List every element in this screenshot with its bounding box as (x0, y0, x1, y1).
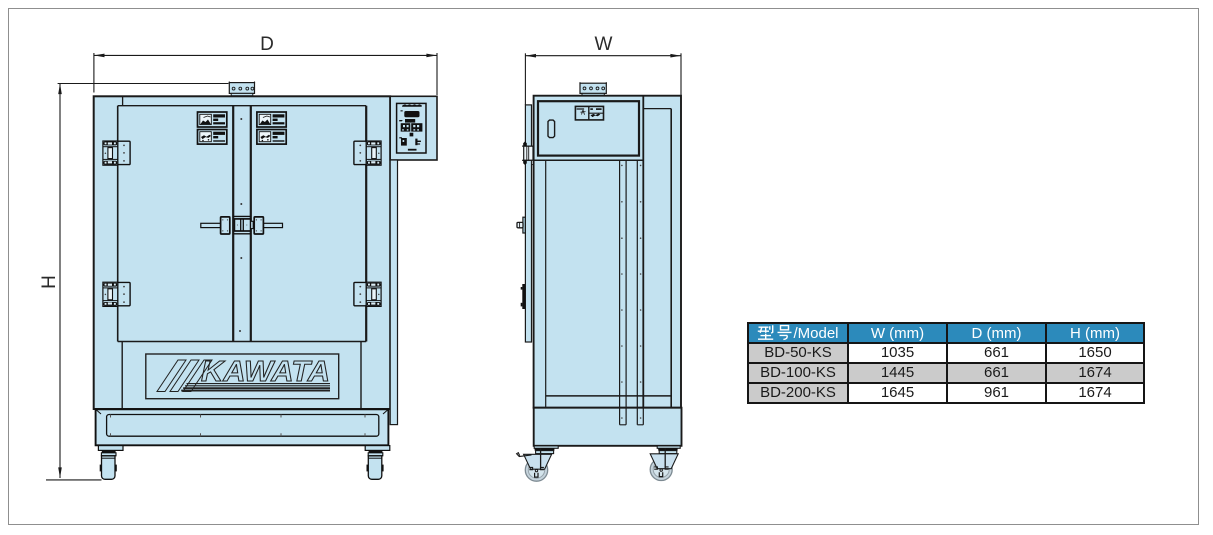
svg-text:D: D (260, 34, 274, 55)
svg-text:H: H (39, 275, 60, 289)
svg-text:KAWATA: KAWATA (201, 356, 330, 388)
svg-text:W: W (595, 34, 613, 55)
